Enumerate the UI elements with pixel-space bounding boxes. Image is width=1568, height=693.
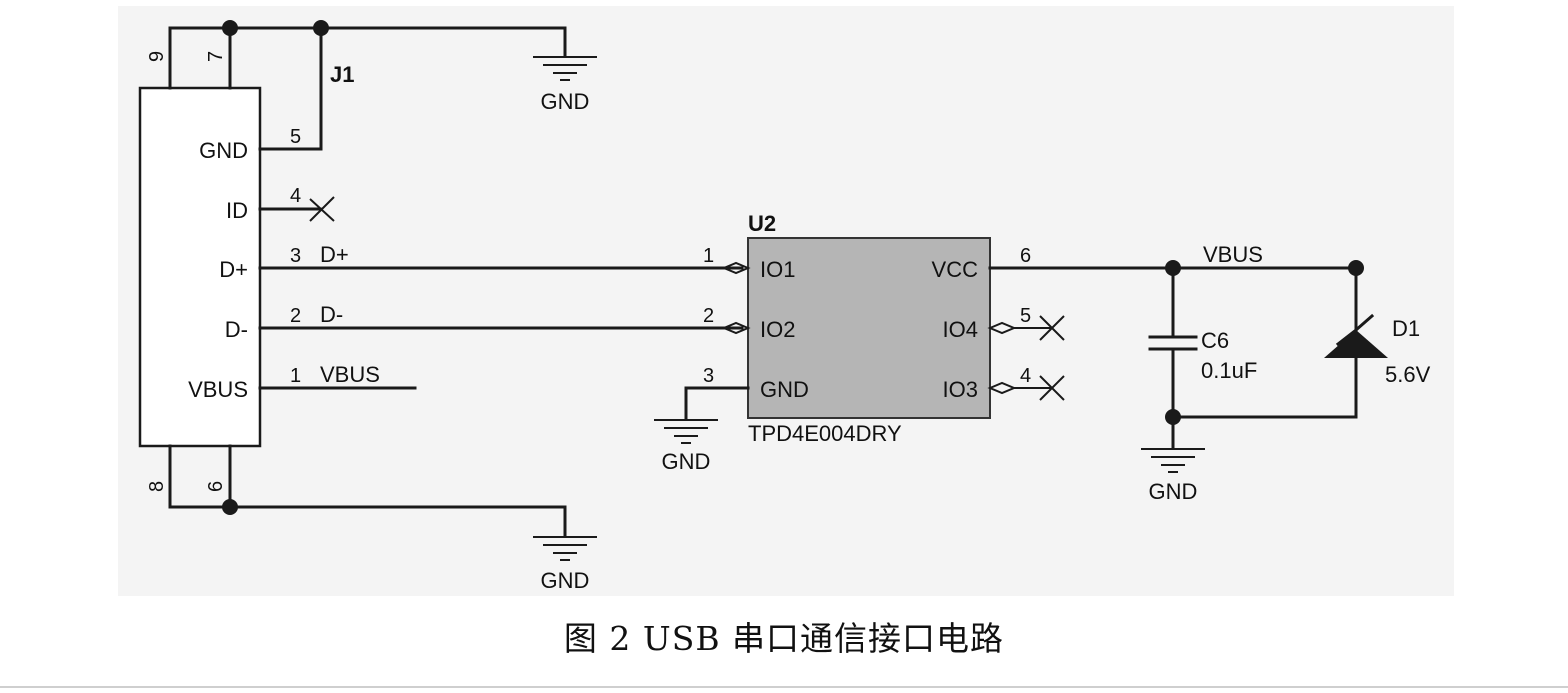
junction-dot [222, 20, 238, 36]
pin-number-3: 3 [290, 245, 301, 267]
ic-pin-number-6: 6 [1020, 245, 1031, 267]
gnd-label: GND [1149, 479, 1198, 504]
capacitor-value: 0.1uF [1201, 358, 1257, 383]
ground-symbol-top: GND [533, 56, 597, 114]
ic-pin-io1: IO1 [760, 257, 795, 282]
ground-symbol-c6: GND [1141, 448, 1205, 504]
ic-gnd-wire [684, 386, 750, 420]
connector-j1: J1 9 7 5 GND 4 ID 3 D+ D+ 2 D- D- 1 VBUS… [138, 20, 744, 537]
pin-name-gnd: GND [199, 138, 248, 163]
pin-number-9: 9 [146, 51, 168, 62]
ic-pin-number-4: 4 [1020, 365, 1031, 387]
ic-pin-io3: IO3 [943, 377, 978, 402]
connector-ref: J1 [330, 62, 354, 87]
pin-number-2: 2 [290, 305, 301, 327]
ic-body [747, 237, 991, 419]
gnd-label: GND [541, 89, 590, 114]
ic-pin-gnd: GND [760, 377, 809, 402]
zener-bar [1335, 313, 1375, 347]
figure-caption: 图 2 USB 串口通信接口电路 [563, 619, 1005, 658]
diode-value: 5.6V [1385, 362, 1431, 387]
pin-number-7: 7 [205, 51, 227, 62]
ic-pin-number-5: 5 [1020, 305, 1031, 327]
ground-symbol-ic: GND [654, 419, 718, 474]
pin-name-dminus: D- [225, 317, 248, 342]
ic-pin-io2: IO2 [760, 317, 795, 342]
pin-name-dplus: D+ [219, 257, 248, 282]
ground-symbol-bottom: GND [533, 536, 597, 593]
gnd-label: GND [541, 568, 590, 593]
pin-number-5: 5 [290, 126, 301, 148]
connector-body [138, 86, 262, 448]
diode-return-wire [1171, 356, 1358, 419]
ic-pin-number-2: 2 [703, 305, 714, 327]
page-divider [0, 686, 1568, 688]
net-label-dminus: D- [320, 302, 343, 327]
net-label-vbus-rail: VBUS [1203, 242, 1263, 267]
zener-diode-d1: D1 5.6V [1165, 266, 1431, 425]
no-connect-mark [309, 196, 335, 222]
ic-pin-number-1: 1 [703, 245, 714, 267]
no-connect-mark [1039, 315, 1065, 341]
no-connect-mark [1039, 375, 1065, 401]
capacitor-ref: C6 [1201, 328, 1229, 353]
ic-pin-io4: IO4 [943, 317, 978, 342]
ic-u2: U2 TPD4E004DRY 1 IO1 2 IO2 3 GND VCC 6 I… [684, 211, 1065, 446]
ic-ref: U2 [748, 211, 776, 236]
gnd-label: GND [662, 449, 711, 474]
shield-bottom-wire [168, 444, 567, 537]
pin-number-4: 4 [290, 185, 301, 207]
shield-top-wire [168, 26, 567, 90]
ic-pin-vcc: VCC [932, 257, 979, 282]
ic-part-number: TPD4E004DRY [748, 421, 902, 446]
capacitor-c6: C6 0.1uF [1148, 266, 1257, 449]
pin-name-id: ID [226, 198, 248, 223]
pin-io1-marker [721, 261, 751, 275]
pin5-wire [258, 26, 323, 151]
pin-name-vbus: VBUS [188, 377, 248, 402]
net-label-dplus: D+ [320, 242, 349, 267]
net-label-vbus: VBUS [320, 362, 380, 387]
junction-dot [222, 499, 238, 515]
junction-dot [1165, 409, 1181, 425]
ic-pin-number-3: 3 [703, 365, 714, 387]
pin-number-6: 6 [205, 481, 227, 492]
diode-triangle [1324, 330, 1388, 358]
pin-number-1: 1 [290, 365, 301, 387]
pin-number-8: 8 [146, 481, 168, 492]
diode-ref: D1 [1392, 316, 1420, 341]
usb-interface-schematic: J1 9 7 5 GND 4 ID 3 D+ D+ 2 D- D- 1 VBUS… [118, 6, 1454, 596]
pin-io2-marker [721, 321, 751, 335]
